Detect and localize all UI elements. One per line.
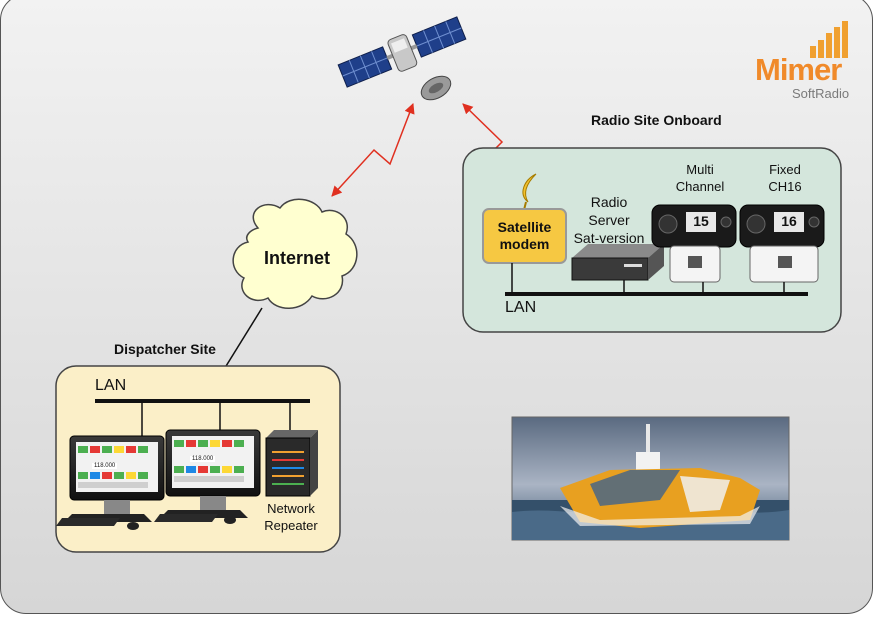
multi-channel-label-line2: Channel — [675, 179, 725, 194]
satellite-modem-label: Satellite modem — [483, 219, 566, 253]
dispatcher-computer-2 — [154, 429, 261, 524]
dispatcher-lan-label: LAN — [95, 377, 127, 394]
satellite-icon — [337, 16, 467, 101]
mimer-logo-text: Mimer — [755, 52, 842, 87]
mimer-logo-bars — [810, 21, 848, 58]
multi-channel-radio — [651, 204, 737, 283]
satellite-modem-box — [482, 208, 567, 264]
multi-channel-display: 15 — [693, 213, 709, 229]
radio-server-label-line1: Radio — [590, 194, 628, 210]
internet-cloud — [232, 198, 358, 309]
radio-server-label-line2: Server — [588, 212, 630, 228]
multi-channel-label-line1: Multi — [686, 162, 714, 177]
radio-server-label-line3: Sat-version — [573, 230, 645, 246]
dispatcher-site-title: Dispatcher Site — [114, 341, 216, 357]
fixed-channel-display: 16 — [781, 213, 797, 229]
onboard-site-title: Radio Site Onboard — [591, 112, 722, 128]
dispatcher-lan-drops — [141, 401, 291, 436]
multi-channel-label: Multi Channel — [665, 161, 735, 195]
fixed-channel-radio — [739, 204, 825, 283]
network-repeater-device — [265, 430, 318, 497]
network-repeater-label: Network Repeater — [254, 500, 328, 534]
radio-server-device — [571, 244, 664, 281]
onboard-lan-label: LAN — [505, 299, 537, 316]
network-repeater-label-line2: Repeater — [264, 518, 318, 533]
onboard-lan-drops — [511, 263, 785, 294]
internet-label: Internet — [263, 248, 330, 268]
fixed-channel-label: Fixed CH16 — [750, 161, 820, 195]
network-repeater-label-line1: Network — [267, 501, 315, 516]
satellite-modem-label-line1: Satellite — [497, 219, 552, 235]
fixed-channel-label-line1: Fixed — [769, 162, 801, 177]
fixed-channel-label-line2: CH16 — [768, 179, 802, 194]
softradio-logo-text: SoftRadio — [792, 86, 850, 101]
screen-2-frequency: 118.000 — [190, 456, 216, 462]
satellite-antenna-icon — [522, 173, 537, 203]
radio-server-label: Radio Server Sat-version — [562, 193, 656, 247]
satellite-modem-label-line2: modem — [499, 236, 550, 252]
screen-1-frequency: 118.000 — [92, 463, 118, 469]
ship-photo — [511, 416, 790, 541]
satellite-internet-link — [331, 103, 415, 197]
